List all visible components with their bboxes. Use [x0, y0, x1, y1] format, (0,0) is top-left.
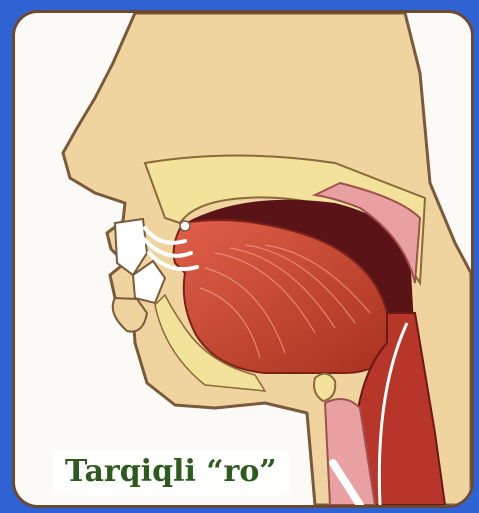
alveolar-contact-point [180, 221, 190, 231]
articulation-diagram [15, 13, 471, 505]
diagram-caption: Tarqiqli “ro” [53, 450, 289, 495]
diagram-panel: Tarqiqli “ro” [12, 10, 474, 508]
epiglottis [314, 374, 335, 401]
